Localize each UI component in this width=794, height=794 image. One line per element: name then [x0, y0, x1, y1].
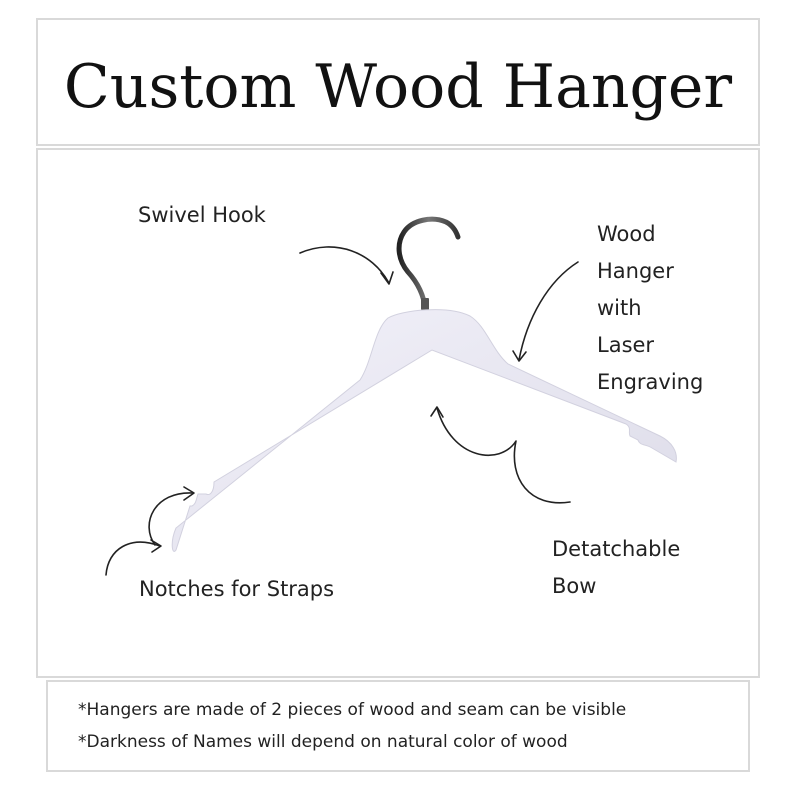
wood-hanger-label-line: with: [597, 296, 642, 320]
notches-arrow-2: [148, 492, 194, 546]
hanger-body: [171, 309, 677, 552]
bow-label-line: Bow: [552, 574, 597, 598]
bow-arrow: [436, 407, 571, 504]
note-text: *Hangers are made of 2 pieces of wood an…: [78, 700, 627, 720]
swivel-hook-label: Swivel Hook: [138, 203, 266, 227]
swivel-hook-arrow: [299, 246, 390, 284]
wood-hanger-label: Wood Hanger with Laser Engraving: [597, 216, 703, 401]
notes-panel: [46, 680, 750, 772]
notches-label: Notches for Straps: [139, 577, 335, 601]
title-panel: Custom Wood Hanger: [36, 18, 760, 146]
wood-hanger-label-line: Wood: [597, 222, 656, 246]
wood-hanger-label-line: Engraving: [597, 370, 704, 394]
wood-hanger-label-line: Laser: [597, 333, 655, 357]
notches-arrow-1: [105, 541, 161, 576]
swivel-hook: [396, 216, 461, 311]
note-text: *Darkness of Names will depend on natura…: [78, 732, 568, 752]
wood-hanger-label-line: Hanger: [597, 259, 674, 283]
page-title: Custom Wood Hanger: [63, 52, 733, 122]
wood-hanger-arrow: [518, 261, 579, 361]
bow-label: Detatchable Bow: [552, 531, 680, 605]
bow-label-line: Detatchable: [552, 537, 681, 561]
diagram-panel: [36, 148, 760, 678]
